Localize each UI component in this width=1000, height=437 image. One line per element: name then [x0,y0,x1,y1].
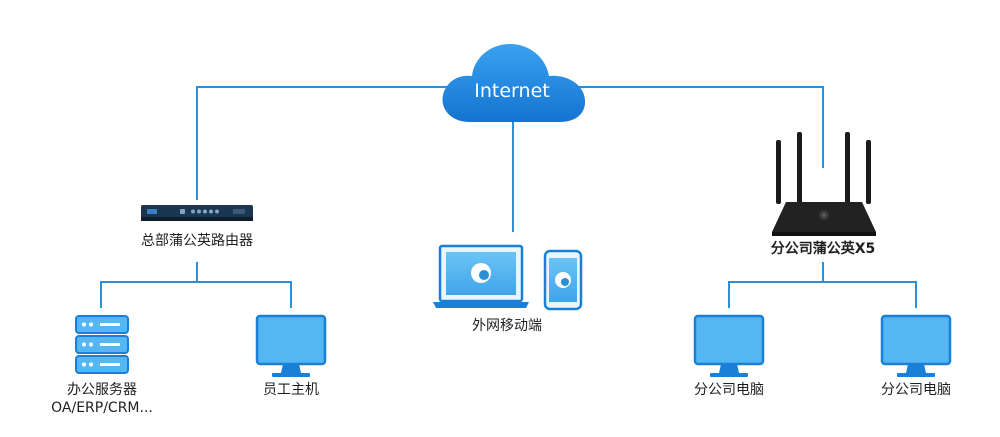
server-icon [75,315,129,374]
line-hq-branch [100,262,198,308]
phone-icon [543,249,583,311]
internet-label: Internet [474,80,550,102]
office-server-label: 办公服务器 [67,382,137,398]
branch-pc-1-label: 分公司电脑 [694,382,764,398]
internet-cloud [442,44,586,122]
branch-router-label: 分公司蒲公英X5 [770,241,876,257]
line-x5-branch [728,262,824,308]
branch-router-icon [772,132,876,236]
line-x5-branch-right [823,281,917,308]
line-hq-branch-right [197,281,292,308]
line-cloud-to-branch [570,86,824,168]
staff-pc-label: 员工主机 [263,382,319,398]
line-cloud-to-hq [196,86,455,200]
connection-lines [100,86,917,308]
branch-pc-2-label: 分公司电脑 [881,382,951,398]
office-server-sublabel: OA/ERP/CRM... [51,400,153,416]
hq-router-label: 总部蒲公英路由器 [141,233,253,249]
mobile-label: 外网移动端 [472,318,542,334]
branch-pc-1-monitor-icon [693,314,765,377]
branch-pc-2-monitor-icon [880,314,952,377]
hq-router-icon [141,205,253,221]
staff-pc-monitor-icon [255,314,327,377]
laptop-icon [433,244,529,308]
